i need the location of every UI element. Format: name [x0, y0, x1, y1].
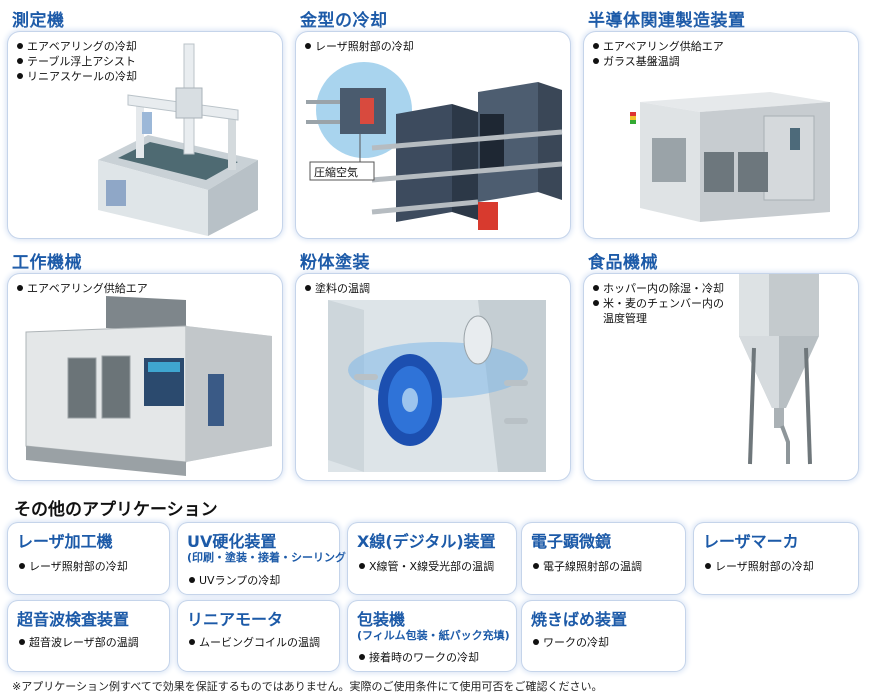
section-title-food-machine: 食品機械 [588, 253, 658, 273]
app-title: 焼きばめ装置 [531, 610, 628, 629]
card-food-machine: ホッパー内の除湿・冷却 米・麦のチェンバー内の 温度管理 [584, 274, 858, 480]
semiconductor-illustration [630, 92, 830, 222]
bullet-list: 塗料の温調 [305, 281, 370, 296]
machine-tool-illustration [25, 296, 272, 476]
bullet-list: ホッパー内の除湿・冷却 米・麦のチェンバー内の 温度管理 [593, 281, 724, 326]
card-mold-cooling: レーザ照射部の冷却 圧縮空気 [296, 32, 570, 238]
app-subtitle: (印刷・塗装・接着・シーリング) [187, 551, 352, 564]
app-bullet: 接着時のワークの冷却 [359, 649, 479, 665]
section-title-machine-tool: 工作機械 [12, 253, 82, 273]
bullet-list: エアベアリング供給エア ガラス基盤温調 [593, 39, 724, 69]
section-title-powder-coating: 粉体塗装 [300, 253, 370, 273]
app-card-laser-marker: レーザマーカ レーザ照射部の冷却 [694, 523, 858, 594]
card-measuring-machine: エアベアリングの冷却 テーブル浮上アシスト リニアスケールの冷却 [8, 32, 282, 238]
bullet-item: エアベアリング供給エア [593, 39, 724, 54]
app-title: 電子顕微鏡 [531, 532, 612, 551]
other-applications-title: その他のアプリケーション [14, 500, 218, 520]
compressed-air-label: 圧縮空気 [314, 166, 358, 179]
app-title: 包装機 [357, 610, 406, 629]
app-subtitle: (フィルム包装・紙パック充填) [357, 629, 510, 642]
app-card-linear-motor: リニアモータ ムービングコイルの温調 [178, 601, 339, 671]
footnote: ※アプリケーション例すべてで効果を保証するものではありません。実際のご使用条件に… [12, 680, 603, 693]
section-title-mold: 金型の冷却 [300, 11, 388, 31]
bullet-item: 塗料の温調 [305, 281, 370, 296]
card-powder-coating: 塗料の温調 [296, 274, 570, 480]
bullet-item: エアベアリングの冷却 [17, 39, 137, 54]
app-bullet: ムービングコイルの温調 [189, 634, 320, 650]
mold-illustration [306, 62, 563, 230]
app-card-xray: X線(デジタル)装置 X線管・X線受光部の温調 [348, 523, 516, 594]
bullet-item: 温度管理 [603, 312, 647, 325]
bullet-item: リニアスケールの冷却 [17, 69, 137, 84]
app-card-ultrasonic: 超音波検査装置 超音波レーザ部の温調 [8, 601, 169, 671]
bullet-list: レーザ照射部の冷却 [305, 39, 414, 54]
bullet-item: レーザ照射部の冷却 [305, 39, 414, 54]
bullet-list: エアベアリングの冷却 テーブル浮上アシスト リニアスケールの冷却 [17, 39, 137, 84]
app-card-laser-processing: レーザ加工機 レーザ照射部の冷却 [8, 523, 169, 594]
section-title-measuring: 測定機 [12, 11, 65, 31]
bullet-item: ホッパー内の除湿・冷却 [593, 281, 724, 296]
app-title: レーザ加工機 [17, 532, 113, 551]
hopper-illustration [739, 274, 819, 465]
card-machine-tool: エアベアリング供給エア [8, 274, 282, 480]
app-card-electron-microscope: 電子顕微鏡 電子線照射部の温調 [522, 523, 685, 594]
bullet-item: 米・麦のチェンバー内の [593, 296, 724, 311]
cmm-illustration [98, 43, 258, 236]
app-title: 超音波検査装置 [17, 610, 130, 629]
card-semiconductor: エアベアリング供給エア ガラス基盤温調 [584, 32, 858, 238]
app-title: UV硬化装置 [187, 532, 277, 551]
app-bullet: レーザ照射部の冷却 [705, 558, 814, 574]
app-card-uv-curing: UV硬化装置 (印刷・塗装・接着・シーリング) UVランプの冷却 [178, 523, 351, 594]
bullet-list: エアベアリング供給エア [17, 281, 148, 296]
bullet-item: テーブル浮上アシスト [17, 54, 137, 69]
section-title-semiconductor: 半導体関連製造装置 [588, 11, 746, 31]
bullet-item: ガラス基盤温調 [593, 54, 724, 69]
app-title: X線(デジタル)装置 [357, 532, 496, 551]
bullet-item: エアベアリング供給エア [17, 281, 148, 296]
app-bullet: X線管・X線受光部の温調 [359, 558, 494, 574]
app-bullet: ワークの冷却 [533, 634, 609, 650]
app-title: リニアモータ [187, 610, 284, 629]
app-bullet: 超音波レーザ部の温調 [19, 634, 139, 650]
app-bullet: UVランプの冷却 [189, 572, 280, 588]
app-card-packaging: 包装機 (フィルム包装・紙パック充填) 接着時のワークの冷却 [348, 601, 516, 671]
app-card-shrink-fitting: 焼きばめ装置 ワークの冷却 [522, 601, 685, 671]
app-title: レーザマーカ [703, 532, 799, 551]
app-bullet: 電子線照射部の温調 [533, 558, 642, 574]
app-bullet: レーザ照射部の冷却 [19, 558, 128, 574]
powder-coating-illustration [328, 300, 546, 472]
